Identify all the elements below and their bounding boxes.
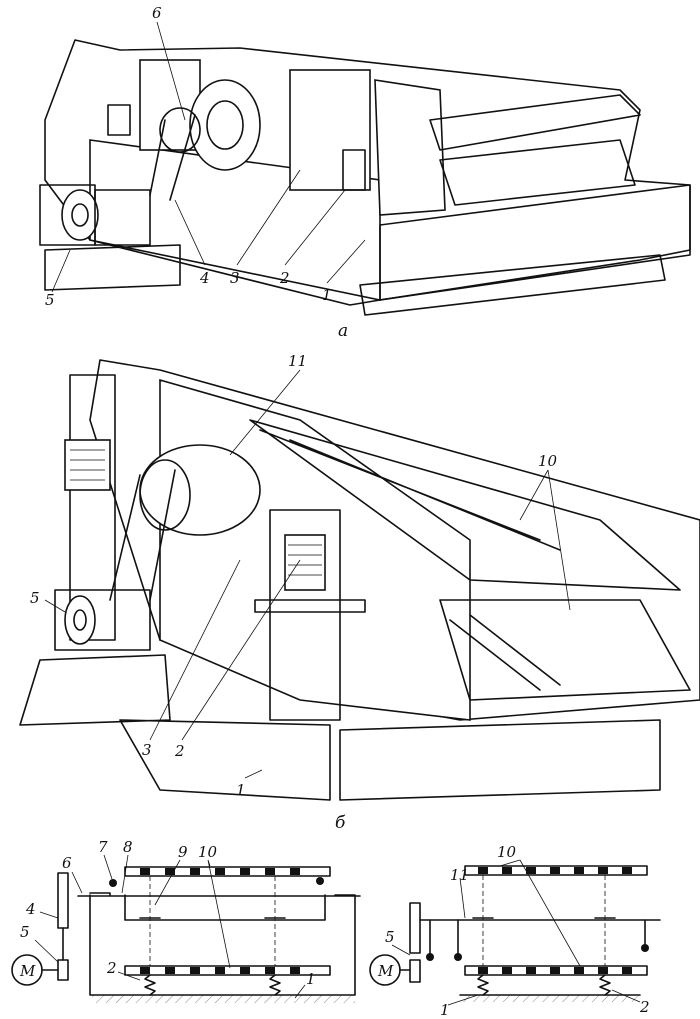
- fig-b-caption: б: [335, 813, 346, 833]
- schem-l-callout-8: 8: [123, 838, 133, 856]
- schem-r-callout-5: 5: [385, 928, 395, 946]
- schem-r-motor-symbol: M: [377, 962, 394, 980]
- fig-b-callout-5: 5: [30, 589, 40, 607]
- schem-r-callout-10: 10: [497, 843, 517, 861]
- schematic-left: [11, 854, 361, 1003]
- fig-b-callout-2: 2: [174, 742, 185, 760]
- fig-a-callout-1: 1: [322, 286, 332, 304]
- schematic-right: [369, 859, 661, 1006]
- fig-a-callout-3: 3: [230, 269, 240, 287]
- fig-b-callout-10: 10: [538, 452, 558, 470]
- figure-b-drawing: [19, 359, 700, 801]
- schem-l-callout-10: 10: [198, 843, 218, 861]
- schem-r-callout-1: 1: [440, 1001, 450, 1019]
- figure-a-drawing: [39, 21, 691, 316]
- schem-r-callout-2: 2: [639, 998, 650, 1016]
- fig-a-caption: а: [338, 321, 348, 341]
- fig-a-callout-6: 6: [152, 4, 162, 22]
- schem-l-callout-7: 7: [98, 838, 108, 856]
- schem-l-callout-6: 6: [62, 854, 72, 872]
- schem-l-callout-2: 2: [106, 959, 117, 977]
- schem-l-callout-9: 9: [178, 843, 188, 861]
- schem-l-callout-1: 1: [306, 970, 316, 988]
- schem-l-callout-4: 4: [25, 900, 36, 918]
- fig-b-callout-1: 1: [236, 781, 246, 799]
- fig-b-callout-11: 11: [288, 352, 307, 370]
- schem-l-motor-symbol: M: [19, 962, 36, 980]
- fig-a-callout-5: 5: [45, 291, 55, 309]
- schem-r-callout-11: 11: [450, 866, 469, 884]
- fig-b-callout-3: 3: [142, 741, 152, 759]
- fig-a-callout-4: 4: [199, 269, 210, 287]
- fig-a-callout-2: 2: [279, 269, 290, 287]
- schem-l-callout-5: 5: [20, 923, 30, 941]
